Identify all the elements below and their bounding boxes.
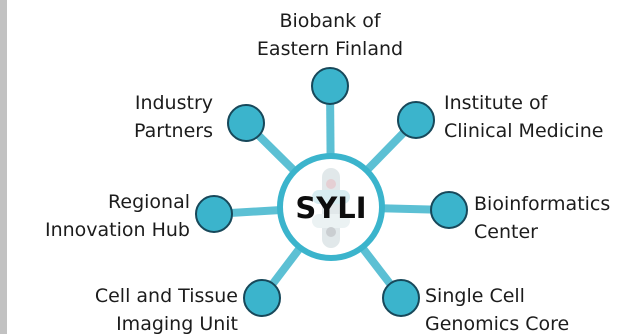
node-circle-single-cell: [382, 279, 420, 317]
node-label-line: Eastern Finland: [257, 38, 403, 60]
node-label-line: Partners: [134, 120, 213, 142]
node-label-line: Imaging Unit: [116, 313, 238, 334]
node-circle-cell-tissue: [243, 279, 281, 317]
hub-title: SYLI: [295, 191, 366, 225]
hub: SYLI: [277, 153, 385, 261]
left-border-bar: [0, 0, 7, 334]
node-circle-bioinformatics: [430, 191, 468, 229]
node-label-line: Single Cell: [425, 285, 525, 307]
node-label-line: Industry: [135, 92, 213, 114]
node-label-biobank: Biobank of Eastern Finland: [257, 10, 403, 60]
node-label-line: Bioinformatics: [474, 193, 610, 215]
nodes: [195, 67, 468, 317]
node-label-line: Biobank of: [279, 10, 381, 32]
node-label-line: Institute of: [444, 92, 549, 114]
node-circle-biobank: [311, 67, 349, 105]
node-label-line: Regional: [108, 191, 190, 213]
node-label-line: Genomics Core: [425, 313, 569, 334]
node-label-line: Cell and Tissue: [95, 285, 238, 307]
node-circle-regional: [195, 195, 233, 233]
node-label-line: Center: [474, 221, 538, 243]
node-circle-institute: [397, 101, 435, 139]
node-circle-industry: [227, 104, 265, 142]
node-label-line: Innovation Hub: [45, 219, 190, 241]
node-label-line: Clinical Medicine: [444, 120, 603, 142]
node-label-institute: Institute of Clinical Medicine: [444, 92, 603, 142]
dna-molecule-icon: [312, 168, 350, 248]
